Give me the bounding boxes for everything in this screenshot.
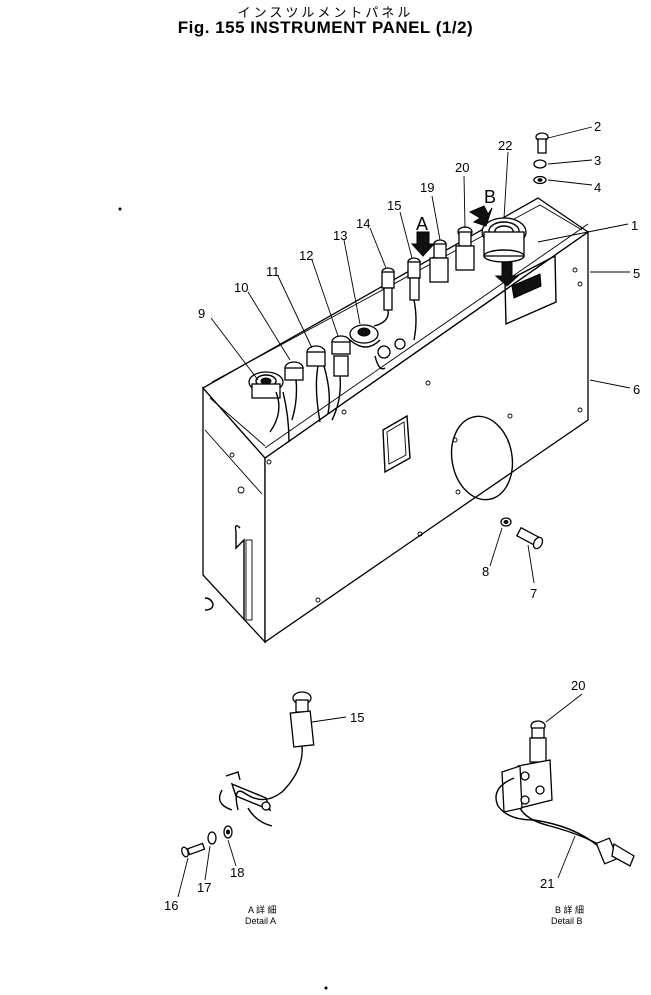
detail-a-caption-jp: A 詳 細 [248,904,277,915]
callout-7: 7 [530,586,537,601]
callout-15: 15 [387,198,401,213]
component-switch-19 [429,239,449,283]
callout-20: 20 [455,160,469,175]
detail-b-callout-20: 20 [571,678,585,693]
hardware-bolt-7-washer-8 [500,517,544,550]
component-knob-15 [407,257,421,341]
instrument-panel-box [201,197,590,644]
component-lamp-10 [284,361,304,421]
callout-4: 4 [594,180,601,195]
component-switch-13 [349,324,406,370]
component-gauge-22 [481,217,527,263]
callout-10: 10 [234,280,248,295]
detail-marker-b: B [484,187,496,207]
figure-title: Fig. 155 INSTRUMENT PANEL (1/2) [177,18,474,37]
callout-13: 13 [333,228,347,243]
detail-b-callout-21: 21 [540,876,554,891]
detail-a-caption: Detail A [245,916,276,926]
callout-19: 19 [420,180,434,195]
callout-8: 8 [482,564,489,579]
component-knob-20 [455,226,475,271]
arrow-a [410,231,436,257]
callout-5: 5 [633,266,640,281]
detail-a-callout-16: 16 [164,898,178,913]
detail-a-callout-15: 15 [350,710,364,725]
callout-3: 3 [594,153,601,168]
detail-a-drawing [177,691,347,898]
title-japanese: インスツルメントパネル [237,5,414,20]
leader-lines [210,126,631,584]
arrow-b [468,205,493,227]
component-switch-12 [331,335,351,421]
component-gauge-9 [248,371,290,443]
callout-12: 12 [299,248,313,263]
detail-b-drawing [495,693,635,879]
component-knob-14 [373,267,395,327]
component-lamp-11 [306,345,331,423]
hardware-bolt-washers [533,132,549,185]
callout-22: 22 [498,138,512,153]
arrow-to-gauge [494,261,520,287]
detail-a-callout-17: 17 [197,880,211,895]
callout-14: 14 [356,216,370,231]
detail-b-caption-jp: B 詳 細 [555,904,584,915]
callout-6: 6 [633,382,640,397]
callout-11: 11 [266,264,280,279]
callout-2: 2 [594,119,601,134]
callout-9: 9 [198,306,205,321]
callout-1: 1 [631,218,638,233]
detail-marker-a: A [416,214,428,234]
detail-a-callout-18: 18 [230,865,244,880]
detail-b-caption: Detail B [551,916,583,926]
